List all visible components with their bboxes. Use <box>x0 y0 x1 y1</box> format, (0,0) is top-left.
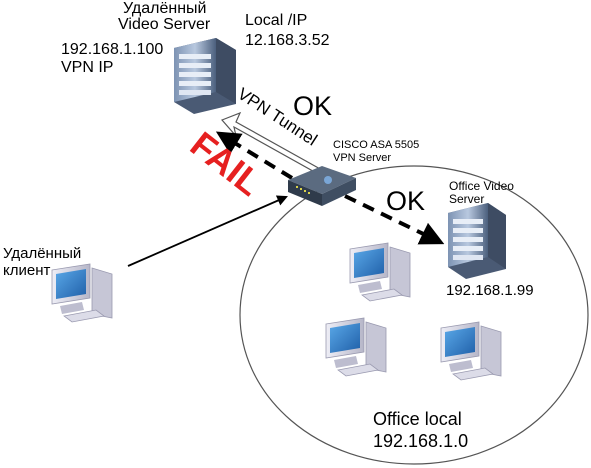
remote-server-vpn-ip-label: VPN IP <box>61 59 114 76</box>
office-ok-dashed-arrow <box>344 194 445 245</box>
remote-client-label-line1: Удалённый <box>3 245 82 262</box>
remote-server-icon <box>174 38 236 114</box>
office-server-ip: 192.168.1.99 <box>446 282 534 299</box>
office-pc-icon <box>440 321 502 381</box>
office-network-label: Office local <box>373 409 462 429</box>
office-pc-icon <box>325 317 387 377</box>
office-link-ok-label: OK <box>386 186 426 216</box>
remote-server-local-ip: 12.168.3.52 <box>245 32 330 49</box>
office-server-name-line1: Office Video <box>449 179 514 193</box>
remote-server-name-line1: Удалённый <box>123 0 207 17</box>
gateway-role: VPN Server <box>333 152 392 164</box>
fail-dashed-arrow <box>215 131 294 180</box>
remote-server-name-line2: Video Server <box>118 16 211 33</box>
office-server-icon <box>448 203 506 279</box>
remote-server-vpn-ip: 192.168.1.100 <box>61 41 164 58</box>
cisco-asa-router-icon <box>288 166 356 206</box>
office-pc-icon <box>349 242 411 302</box>
remote-server-local-ip-label: Local /IP <box>245 12 308 29</box>
office-server-name-line2: Server <box>449 192 485 206</box>
gateway-model: CISCO ASA 5505 <box>333 139 420 151</box>
office-network-subnet: 192.168.1.0 <box>373 431 469 451</box>
remote-client-pc-icon <box>51 263 113 323</box>
office-network-boundary <box>239 165 589 465</box>
tunnel-ok-label: OK <box>293 91 333 121</box>
client-to-router-arrow <box>127 195 288 267</box>
remote-client-label-line2: клиент <box>3 262 51 279</box>
